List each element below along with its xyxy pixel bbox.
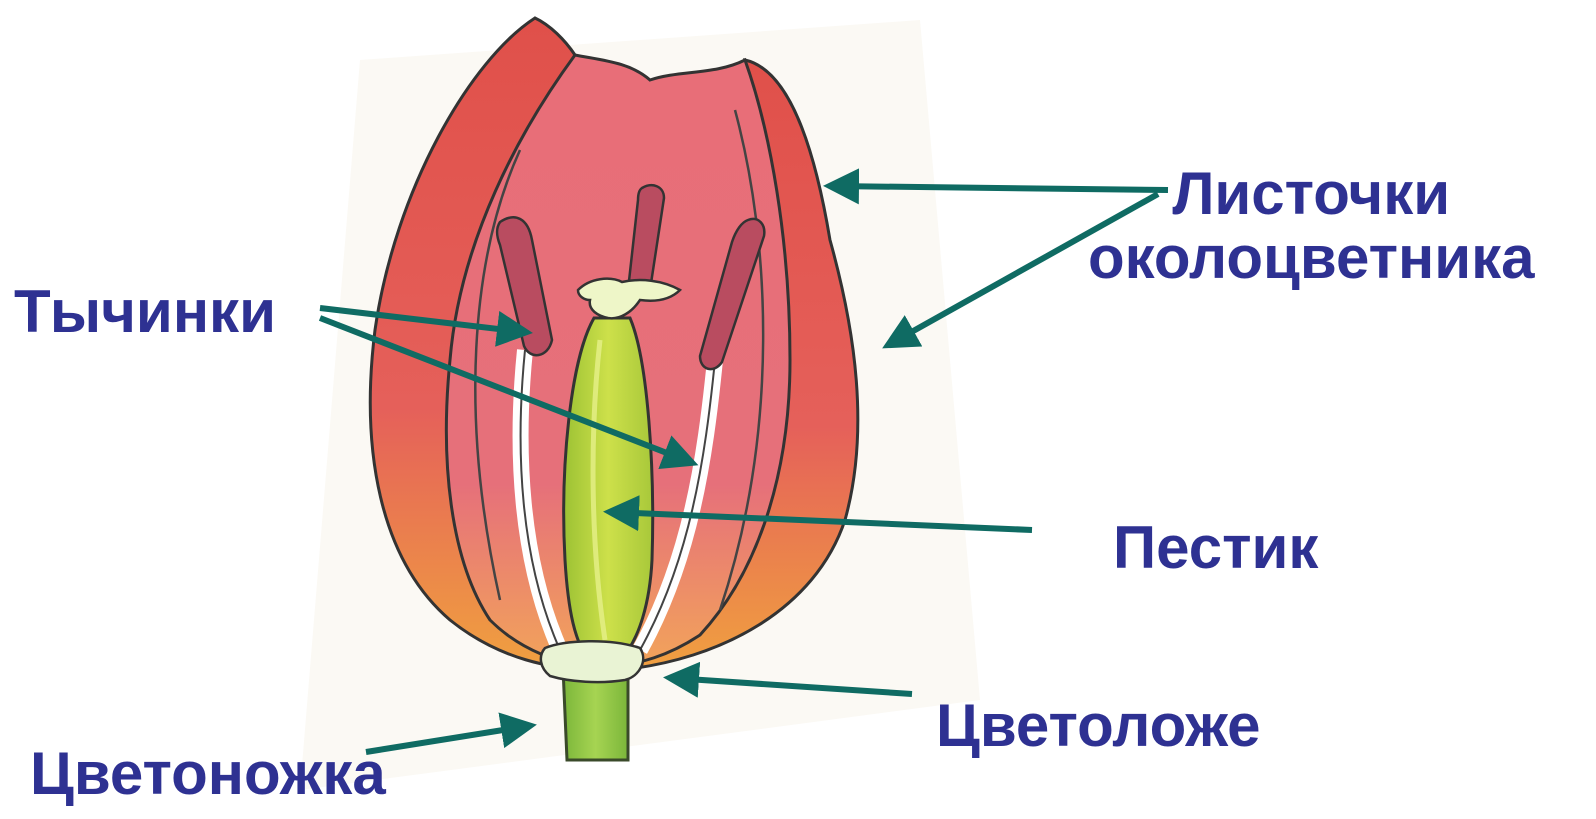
label-perianth-line2: околоцветника — [1088, 226, 1534, 290]
label-receptacle: Цветоложе — [936, 694, 1261, 758]
pistil-shape — [564, 318, 653, 660]
receptacle-shape — [541, 641, 643, 682]
label-perianth-line1: Листочки — [1088, 162, 1534, 226]
label-pedicel: Цветоножка — [30, 742, 386, 806]
label-pistil: Пестик — [1113, 516, 1318, 580]
label-perianth-leaves: Листочки околоцветника — [1088, 162, 1534, 290]
label-stamens: Тычинки — [14, 280, 276, 344]
